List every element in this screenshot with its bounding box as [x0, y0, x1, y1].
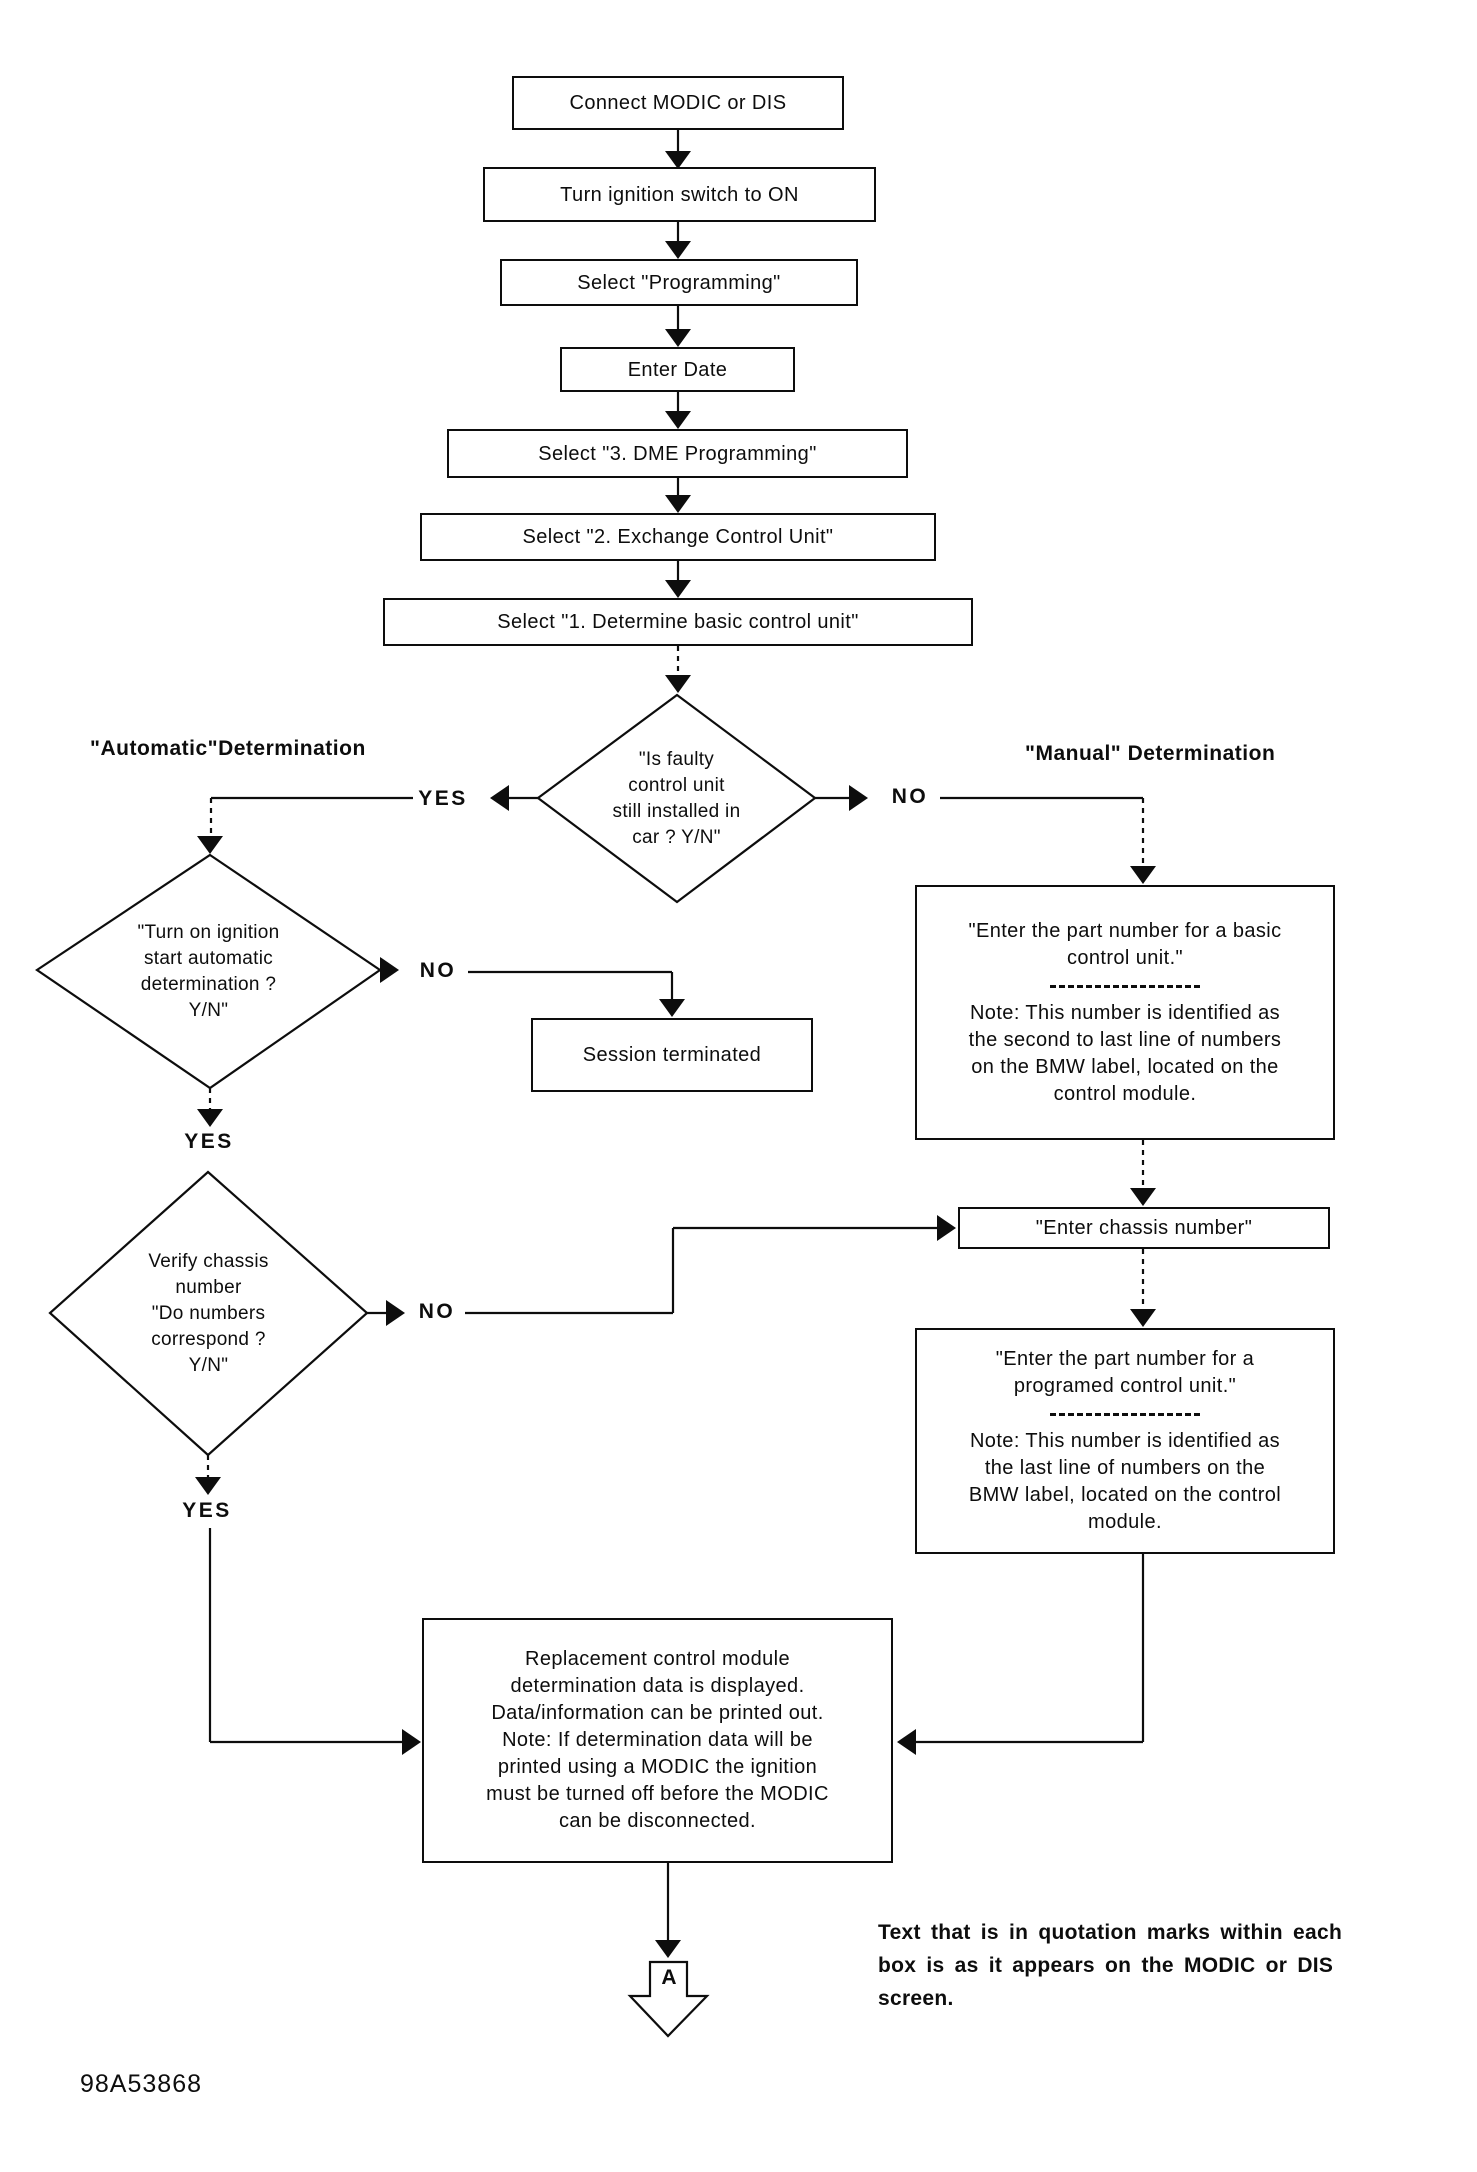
step-select-programming-box: Select "Programming" [500, 259, 858, 306]
dashed-separator [1050, 984, 1200, 988]
step-connect-modic-box: Connect MODIC or DIS [512, 76, 844, 130]
arrowheads [195, 151, 1156, 1958]
off-page-connector-shape [627, 1960, 710, 2038]
off-page-connector-label: A [661, 1966, 677, 1989]
programmed-control-unit-box: "Enter the part number for a programed c… [915, 1328, 1335, 1554]
step-enter-date-box: Enter Date [560, 347, 795, 392]
step-exchange-control-unit-box: Select "2. Exchange Control Unit" [420, 513, 936, 561]
no-label-verify-chassis: NO [418, 1300, 456, 1323]
quotation-footnote: Text that is in quotation marks within e… [878, 1921, 1343, 2010]
basic-control-unit-box: "Enter the part number for a basic contr… [915, 885, 1335, 1140]
decision-faulty-unit-diamond [536, 693, 817, 904]
decision-auto-start-diamond [35, 853, 382, 1090]
step-ignition-on-box: Turn ignition switch to ON [483, 167, 876, 222]
connector-lines [206, 130, 1145, 1941]
programmed-control-unit-quote: "Enter the part number for a programed c… [995, 1348, 1255, 1397]
yes-label-faulty-unit: YES [418, 787, 468, 810]
basic-control-unit-quote: "Enter the part number for a basic contr… [968, 919, 1282, 969]
enter-chassis-number-box: "Enter chassis number" [958, 1207, 1330, 1249]
programmed-control-unit-note: Note: This number is identified as the l… [968, 1430, 1282, 1533]
yes-label-verify-chassis: YES [182, 1499, 232, 1522]
automatic-determination-label: "Automatic"Determination [90, 737, 366, 760]
step-dme-programming-box: Select "3. DME Programming" [447, 429, 908, 478]
figure-number: 98A53868 [80, 2070, 203, 2098]
decision-diamonds [35, 693, 817, 2038]
basic-control-unit-note: Note: This number is identified as the s… [968, 1001, 1282, 1105]
decision-verify-chassis-diamond [48, 1170, 369, 1457]
dashed-separator [1050, 1413, 1200, 1416]
result-display-box: Replacement control module determination… [422, 1618, 893, 1863]
no-label-faulty-unit: NO [891, 785, 929, 808]
step-determine-basic-unit-box: Select "1. Determine basic control unit" [383, 598, 973, 646]
yes-label-auto-start: YES [184, 1130, 234, 1153]
manual-determination-label: "Manual" Determination [1025, 742, 1276, 765]
session-terminated-box: Session terminated [531, 1018, 813, 1092]
no-label-auto-start: NO [419, 959, 457, 982]
